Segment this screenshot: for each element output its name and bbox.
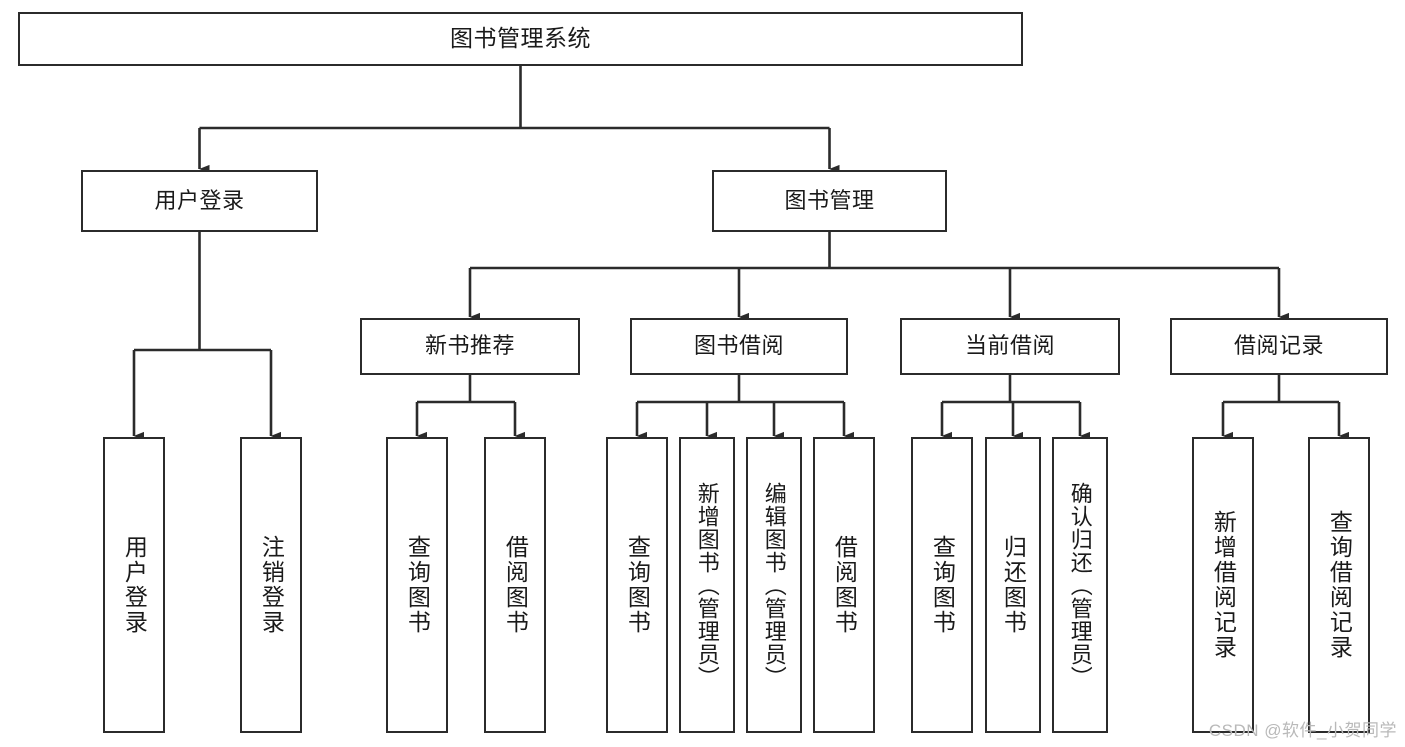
node-borrow-record[interactable]: 借阅记录 xyxy=(1170,318,1388,375)
node-user-login[interactable]: 用户登录 xyxy=(81,170,318,232)
node-leaf-query-book-rec[interactable]: 查询图书 xyxy=(386,437,448,733)
node-new-book-rec[interactable]: 新书推荐 xyxy=(360,318,580,375)
node-current-borrow[interactable]: 当前借阅 xyxy=(900,318,1120,375)
node-label-leaf-query-book-rec: 查询图书 xyxy=(404,535,431,635)
node-leaf-add-record[interactable]: 新增借阅记录 xyxy=(1192,437,1254,733)
node-label-new-book-rec: 新书推荐 xyxy=(424,333,515,359)
node-leaf-borrow-book-rec[interactable]: 借阅图书 xyxy=(484,437,546,733)
node-label-leaf-user-logout: 注销登录 xyxy=(258,535,285,635)
node-label-leaf-add-book: 新增图书（管理员） xyxy=(694,481,720,689)
node-label-root: 图书管理系统 xyxy=(450,25,591,52)
node-leaf-query-book-borrow[interactable]: 查询图书 xyxy=(606,437,668,733)
watermark-text: CSDN @软件_小贺同学 xyxy=(1208,721,1397,740)
node-label-user-login: 用户登录 xyxy=(154,187,245,213)
node-label-leaf-confirm-return: 确认归还（管理员） xyxy=(1067,481,1093,689)
node-label-borrow-record: 借阅记录 xyxy=(1233,333,1324,359)
node-label-leaf-edit-book: 编辑图书（管理员） xyxy=(761,481,787,689)
node-label-leaf-borrow-book: 借阅图书 xyxy=(831,535,858,635)
node-label-leaf-add-record: 新增借阅记录 xyxy=(1210,510,1237,660)
node-leaf-user-login[interactable]: 用户登录 xyxy=(103,437,165,733)
node-leaf-confirm-return[interactable]: 确认归还（管理员） xyxy=(1052,437,1108,733)
node-leaf-return-book[interactable]: 归还图书 xyxy=(985,437,1041,733)
node-book-borrow[interactable]: 图书借阅 xyxy=(630,318,848,375)
node-label-current-borrow: 当前借阅 xyxy=(964,333,1055,359)
node-leaf-user-logout[interactable]: 注销登录 xyxy=(240,437,302,733)
node-leaf-query-record[interactable]: 查询借阅记录 xyxy=(1308,437,1370,733)
node-label-leaf-borrow-book-rec: 借阅图书 xyxy=(502,535,529,635)
node-label-book-manage: 图书管理 xyxy=(784,187,875,213)
node-leaf-add-book[interactable]: 新增图书（管理员） xyxy=(679,437,735,733)
node-label-leaf-query-book-borrow: 查询图书 xyxy=(624,535,651,635)
node-label-leaf-query-record: 查询借阅记录 xyxy=(1326,510,1353,660)
node-label-leaf-query-book-cur: 查询图书 xyxy=(929,535,956,635)
node-leaf-query-book-cur[interactable]: 查询图书 xyxy=(911,437,973,733)
node-label-leaf-user-login: 用户登录 xyxy=(121,535,148,635)
node-book-manage[interactable]: 图书管理 xyxy=(712,170,947,232)
node-label-book-borrow: 图书借阅 xyxy=(693,333,784,359)
node-leaf-edit-book[interactable]: 编辑图书（管理员） xyxy=(746,437,802,733)
node-label-leaf-return-book: 归还图书 xyxy=(1000,535,1027,635)
node-root[interactable]: 图书管理系统 xyxy=(18,12,1023,66)
node-leaf-borrow-book[interactable]: 借阅图书 xyxy=(813,437,875,733)
